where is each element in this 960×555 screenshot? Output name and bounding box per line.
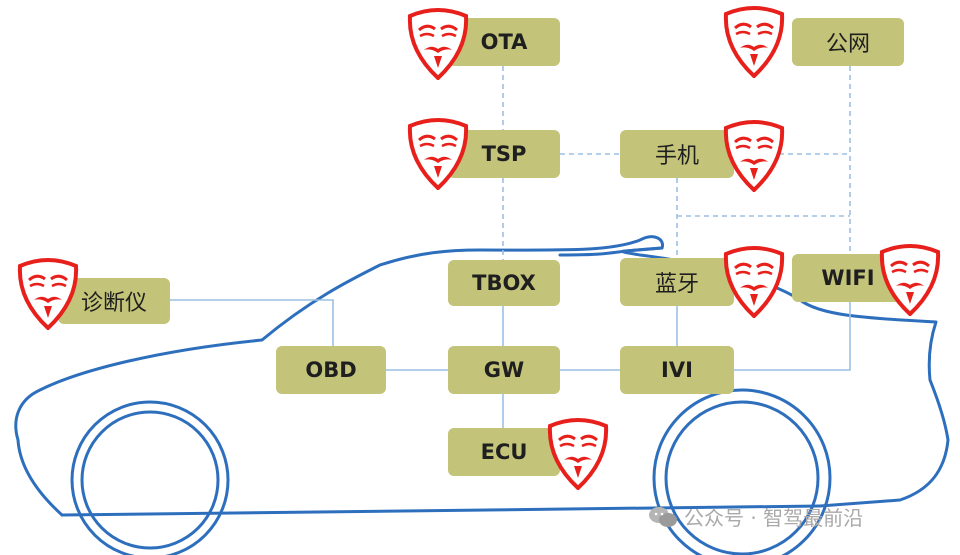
node-public-network: 公网: [792, 18, 904, 66]
line-diag-obd: [170, 299, 334, 346]
node-ecu: ECU: [448, 428, 560, 476]
hacker-mask-icon: [17, 258, 79, 330]
node-tsp: TSP: [448, 130, 560, 178]
watermark: 公众号 · 智驾最前沿: [648, 502, 863, 531]
wechat-icon: [649, 506, 677, 527]
hacker-mask-icon: [723, 246, 785, 318]
wheels: [70, 388, 832, 555]
hacker-mask-icon: [723, 120, 785, 192]
front-wheel-outer: [70, 400, 230, 555]
node-bluetooth: 蓝牙: [620, 258, 734, 306]
hacker-mask-icon: [407, 118, 469, 190]
rear-wheel-inner: [664, 400, 820, 555]
node-tbox: TBOX: [448, 260, 560, 306]
node-diagnostic-tool: 诊断仪: [58, 278, 170, 324]
hacker-mask-icon: [407, 8, 469, 80]
hacker-mask-icon: [547, 418, 609, 490]
node-gw: GW: [448, 346, 560, 394]
car-body: [14, 235, 950, 517]
node-obd: OBD: [276, 346, 386, 394]
rear-wheel-outer: [652, 388, 832, 555]
watermark-text: 公众号 · 智驾最前沿: [684, 506, 864, 530]
node-ivi: IVI: [620, 346, 734, 394]
front-wheel-inner: [80, 410, 220, 550]
line-ivi-wifi: [734, 302, 851, 371]
node-phone: 手机: [620, 130, 734, 178]
hacker-mask-icon: [879, 244, 941, 316]
hacker-mask-icon: [723, 6, 785, 78]
